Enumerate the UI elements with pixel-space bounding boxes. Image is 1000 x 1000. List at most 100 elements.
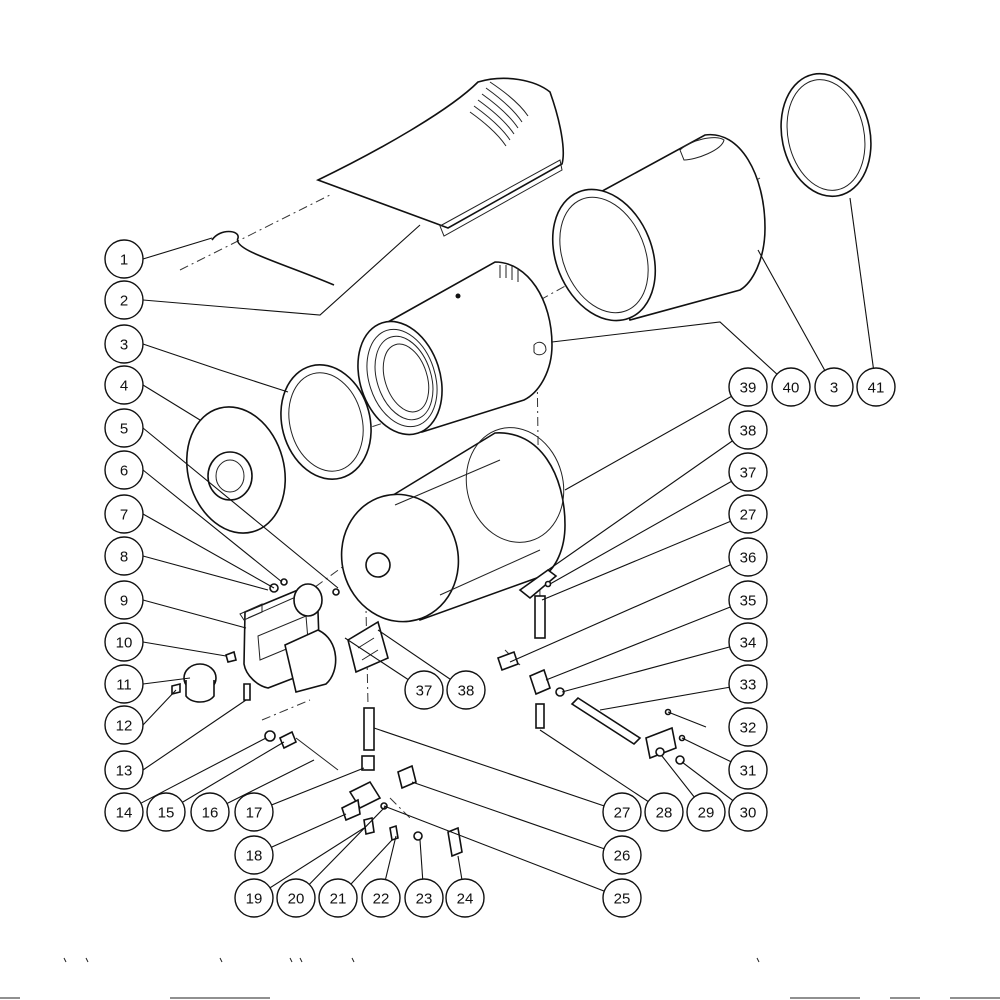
callout-number: 28 — [656, 805, 673, 822]
callout-number: 37 — [416, 683, 433, 700]
callout-number: 39 — [740, 380, 757, 397]
callout-34: 34 — [728, 622, 768, 662]
callout-number: 4 — [120, 378, 128, 395]
callout-bubble — [104, 239, 144, 279]
callout-7: 7 — [104, 494, 144, 534]
callout-bubble — [602, 835, 642, 875]
callout-4: 4 — [104, 365, 144, 405]
callout-27: 27 — [728, 494, 768, 534]
callout-bubble — [276, 878, 316, 918]
callout-bubble — [404, 670, 444, 710]
callout-9: 9 — [104, 580, 144, 620]
callout-bubble — [728, 664, 768, 704]
callout-number: 27 — [740, 507, 757, 524]
callout-number: 2 — [120, 293, 128, 310]
callout-number: 6 — [120, 463, 128, 480]
fuel-line-right — [496, 580, 686, 765]
callout-26: 26 — [602, 835, 642, 875]
callout-bubble — [104, 664, 144, 704]
callout-bubble — [814, 367, 854, 407]
callout-bubble — [728, 410, 768, 450]
bracket-right-part — [518, 569, 558, 600]
callout-41: 41 — [856, 367, 896, 407]
callout-number: 31 — [740, 763, 757, 780]
callout-bubble — [104, 792, 144, 832]
callout-12: 12 — [104, 705, 144, 745]
callout-21: 21 — [318, 878, 358, 918]
callout-number: 3 — [120, 337, 128, 354]
callout-bubble — [602, 792, 642, 832]
callout-number: 33 — [740, 677, 757, 694]
callout-40: 40 — [771, 367, 811, 407]
callout-38: 38 — [446, 670, 486, 710]
callout-bubble — [234, 835, 274, 875]
callout-number: 3 — [830, 380, 838, 397]
callout-bubble — [644, 792, 684, 832]
callout-bubble — [104, 536, 144, 576]
callout-number: 17 — [246, 805, 263, 822]
fasteners-left — [225, 578, 340, 771]
callout-23: 23 — [404, 878, 444, 918]
callout-number: 13 — [116, 763, 133, 780]
callout-bubble — [728, 537, 768, 577]
top-shield-part — [315, 77, 565, 237]
callout-number: 38 — [458, 683, 475, 700]
callout-bubble — [856, 367, 896, 407]
callout-bubble — [190, 792, 230, 832]
callout-25: 25 — [602, 878, 642, 918]
callout-22: 22 — [361, 878, 401, 918]
callout-bubble — [771, 367, 811, 407]
callout-bubble — [104, 494, 144, 534]
callout-bubble — [146, 792, 186, 832]
callout-bubble — [728, 367, 768, 407]
fuel-line-center — [341, 707, 463, 858]
burner-housing-part — [239, 583, 337, 693]
callout-31: 31 — [728, 750, 768, 790]
callout-number: 7 — [120, 507, 128, 524]
callout-number: 37 — [740, 465, 757, 482]
combustion-chamber-part — [357, 261, 553, 436]
callout-bubble — [602, 878, 642, 918]
callout-37: 37 — [728, 452, 768, 492]
callout-8: 8 — [104, 536, 144, 576]
page-edge-marks — [0, 957, 1000, 999]
callout-bubble — [104, 365, 144, 405]
callout-13: 13 — [104, 750, 144, 790]
callout-number: 23 — [416, 891, 433, 908]
callout-37: 37 — [404, 670, 444, 710]
outer-cylinder-part — [551, 133, 766, 322]
callout-bubble — [445, 878, 485, 918]
callout-29: 29 — [686, 792, 726, 832]
callout-bubble — [104, 622, 144, 662]
callout-bubble — [361, 878, 401, 918]
callout-bubble — [104, 280, 144, 320]
callout-38: 38 — [728, 410, 768, 450]
callout-bubble — [234, 792, 274, 832]
callout-number: 35 — [740, 593, 757, 610]
callout-17: 17 — [234, 792, 274, 832]
callout-number: 15 — [158, 805, 175, 822]
callout-number: 20 — [288, 891, 305, 908]
callout-bubble — [728, 452, 768, 492]
callout-35: 35 — [728, 580, 768, 620]
callout-30: 30 — [728, 792, 768, 832]
callout-14: 14 — [104, 792, 144, 832]
callout-5: 5 — [104, 408, 144, 448]
callout-number: 34 — [740, 635, 757, 652]
callout-1: 1 — [104, 239, 144, 279]
callout-bubble — [318, 878, 358, 918]
callout-bubble — [104, 324, 144, 364]
callout-3: 3 — [104, 324, 144, 364]
end-disc-part — [780, 72, 872, 198]
callout-number: 27 — [614, 805, 631, 822]
callout-bubble — [104, 450, 144, 490]
callout-19: 19 — [234, 878, 274, 918]
callout-bubble — [404, 878, 444, 918]
callout-number: 18 — [246, 848, 263, 865]
callout-bubble — [104, 408, 144, 448]
callout-11: 11 — [104, 664, 144, 704]
callout-number: 21 — [330, 891, 347, 908]
callout-number: 36 — [740, 550, 757, 567]
callout-2: 2 — [104, 280, 144, 320]
